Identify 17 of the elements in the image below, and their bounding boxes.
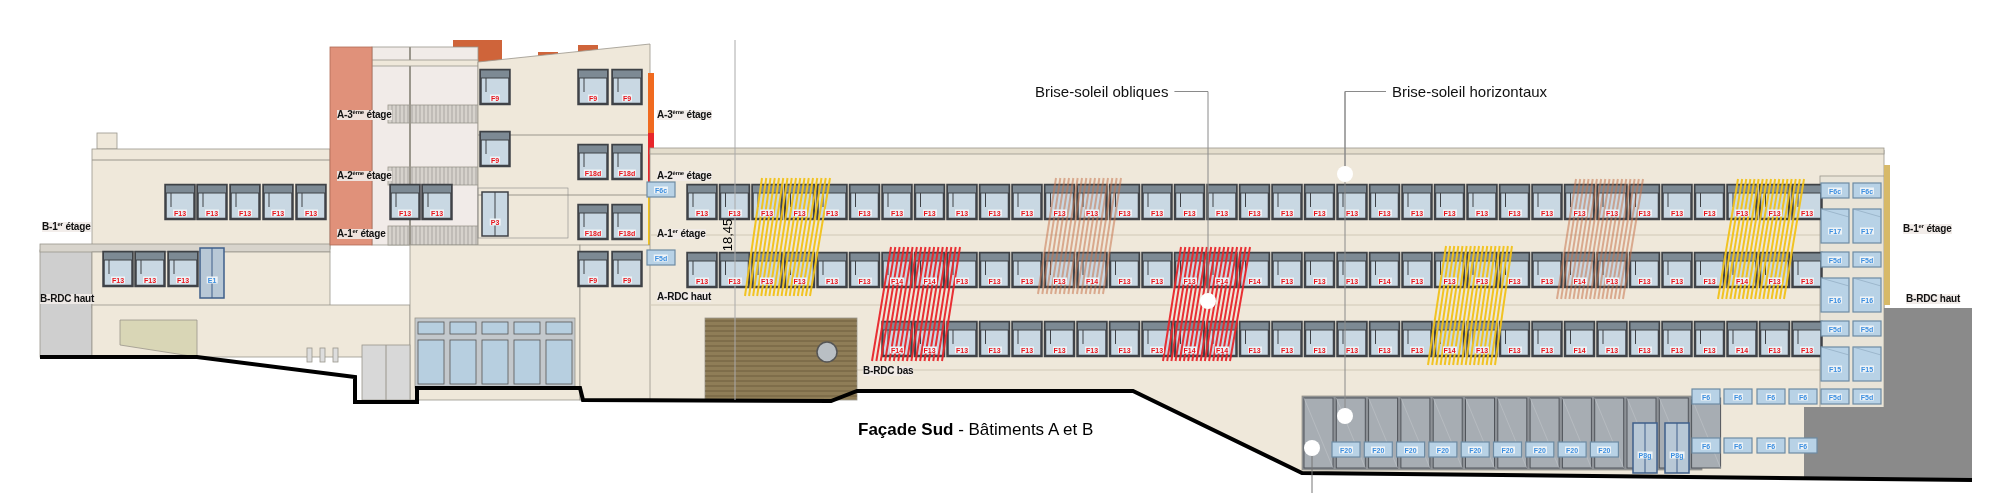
floor-label: A-2$^{ème}$ étage	[337, 171, 392, 181]
callout-text: Brise-soleil horizontaux	[1392, 83, 1548, 100]
callout-text: Brise-soleil obliques	[1035, 83, 1169, 100]
floor-label: A-1$^{er}$ étage	[337, 229, 386, 239]
floor-label: B-RDC haut	[1906, 294, 1961, 304]
floor-label: A-RDC haut	[657, 292, 712, 302]
floor-label: B-1$^{er}$ étage	[42, 222, 91, 232]
floor-label: B-1$^{er}$ étage	[1903, 224, 1952, 234]
floor-label: A-3$^{ème}$ étage	[337, 110, 392, 120]
dimension-label: 18,45	[720, 218, 734, 252]
floor-label: B-RDC bas	[863, 366, 914, 376]
floor-label: A-3$^{ème}$ étage	[657, 110, 712, 120]
leader-line	[1173, 91, 1209, 294]
floor-label: A-1$^{er}$ étage	[657, 229, 706, 239]
floor-label: A-2$^{ème}$ étage	[657, 171, 712, 181]
caption: Façade Sud - Bâtiments A et B	[858, 421, 1094, 438]
floor-label: B-RDC haut	[40, 294, 95, 304]
